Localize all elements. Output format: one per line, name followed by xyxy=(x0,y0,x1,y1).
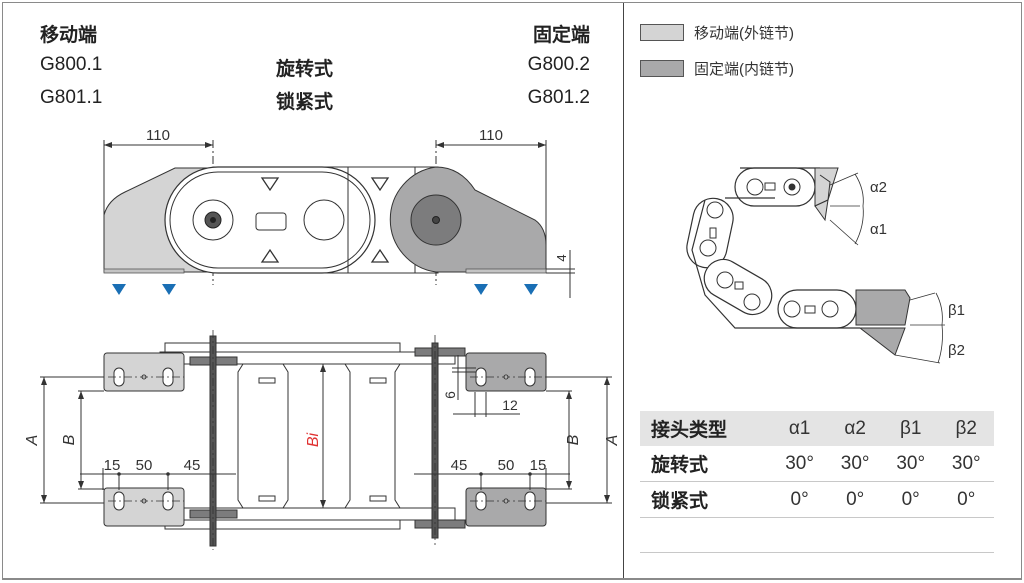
row-type: 锁紧式 xyxy=(651,491,709,512)
angle-view-drawing: α2 α1 β1 β2 xyxy=(686,167,965,364)
marker-triangle xyxy=(474,284,488,295)
moving-end-heading: 移动端 xyxy=(40,25,98,46)
dim-Bi: Bi xyxy=(305,432,322,447)
dim-50-left: 50 xyxy=(136,457,153,474)
right-code-1: G800.2 xyxy=(527,54,590,75)
dim-12: 12 xyxy=(502,397,518,413)
dim-110-right: 110 xyxy=(479,127,503,144)
table-row: 锁紧式 0° 0° 0° 0° xyxy=(640,482,994,518)
type-locking: 锁紧式 xyxy=(276,92,334,113)
right-code-2: G801.2 xyxy=(527,87,590,108)
dim-A-right: A xyxy=(604,435,621,447)
header-cell: α1 xyxy=(788,417,811,439)
dim-6: 6 xyxy=(442,391,458,399)
angle-label-beta2: β2 xyxy=(948,342,965,359)
table-row-empty xyxy=(640,518,994,553)
left-code-1: G800.1 xyxy=(40,54,103,75)
table-header-row: 接头类型 α1 α2 β1 β2 xyxy=(640,411,994,446)
cell: 30° xyxy=(785,452,814,474)
marker-triangle xyxy=(524,284,538,295)
legend-moving-end: 移动端(外链节) xyxy=(640,22,794,43)
legend-fixed-end: 固定端(内链节) xyxy=(640,58,794,79)
legend-label: 固定端(内链节) xyxy=(694,61,794,78)
row-type: 旋转式 xyxy=(651,455,709,476)
header-cell: α2 xyxy=(844,417,866,439)
dim-15-right: 15 xyxy=(530,457,547,474)
marker-triangle xyxy=(112,284,126,295)
cell: 30° xyxy=(951,452,981,474)
legend-label: 移动端(外链节) xyxy=(694,25,794,42)
dim-A-left: A xyxy=(24,435,41,447)
cell: 0° xyxy=(846,488,865,510)
fixed-end-heading: 固定端 xyxy=(532,25,590,46)
cell: 0° xyxy=(790,488,809,510)
angle-table: 接头类型 α1 α2 β1 β2 旋转式 30° 30° 30° 30° 锁紧式… xyxy=(640,411,994,553)
dim-45-left: 45 xyxy=(184,457,201,474)
cell: 0° xyxy=(901,488,920,510)
dim-15-left: 15 xyxy=(104,457,121,474)
legend-swatch-light xyxy=(640,24,684,41)
dim-4: 4 xyxy=(554,254,569,261)
cell: 30° xyxy=(840,452,870,474)
table-row: 旋转式 30° 30° 30° 30° xyxy=(640,446,994,482)
marker-triangle xyxy=(162,284,176,295)
dim-110-left: 110 xyxy=(146,127,170,144)
dim-45-right: 45 xyxy=(451,457,468,474)
left-code-2: G801.1 xyxy=(40,87,103,108)
dim-50-right: 50 xyxy=(498,457,515,474)
header-cell: β2 xyxy=(955,417,977,439)
angle-label-alpha2: α2 xyxy=(870,179,887,196)
side-view-drawing: 110 110 4 xyxy=(24,127,621,550)
legend-swatch-dark xyxy=(640,60,684,77)
dim-B-left: B xyxy=(61,434,78,445)
header-cell: β1 xyxy=(899,417,922,439)
angle-label-beta1: β1 xyxy=(948,302,965,319)
angle-label-alpha1: α1 xyxy=(870,221,887,238)
dim-B-right: B xyxy=(565,434,582,445)
panel-divider xyxy=(623,3,624,578)
type-rotating: 旋转式 xyxy=(276,59,334,80)
mounting-markers xyxy=(112,284,538,295)
cell: 30° xyxy=(896,452,926,474)
header-cell: 接头类型 xyxy=(651,420,728,441)
cell: 0° xyxy=(957,488,976,510)
